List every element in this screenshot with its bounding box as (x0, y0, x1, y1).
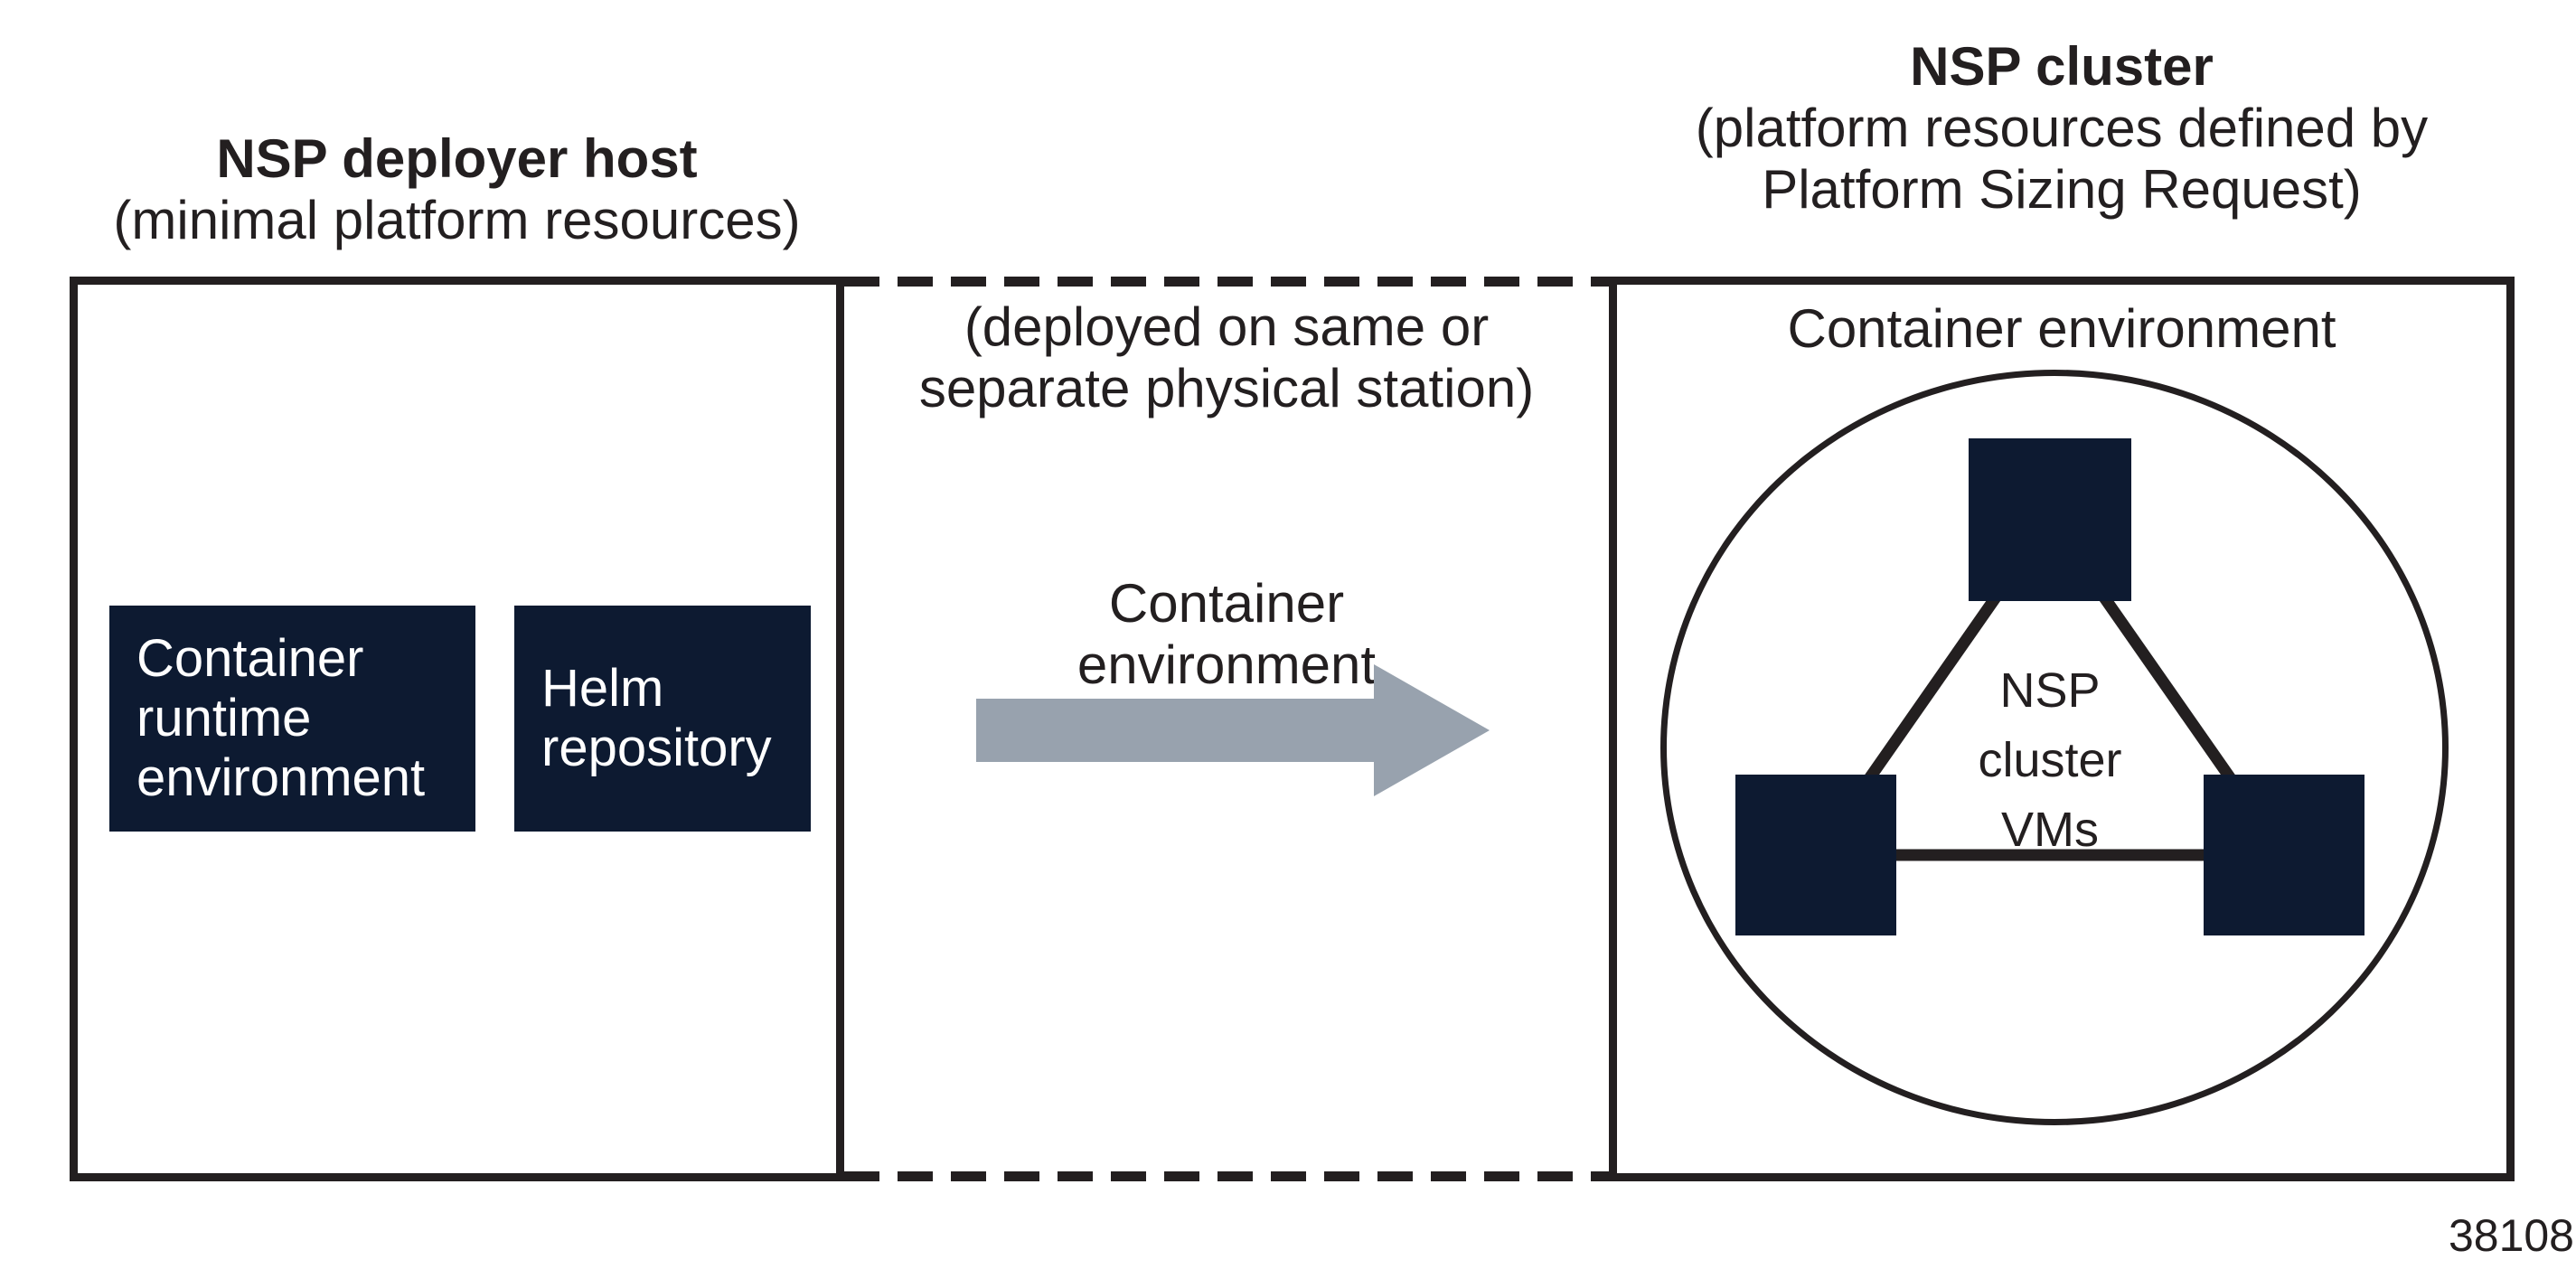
helm-repository-line1: Helm (541, 659, 664, 718)
helm-repository-box: Helm repository (514, 606, 811, 832)
container-runtime-environment-box: Container runtime environment (109, 606, 475, 832)
dashed-connector-bottom (844, 1171, 1609, 1181)
container-runtime-environment-line3: environment (136, 748, 426, 807)
container-runtime-environment-line1: Container (136, 629, 364, 688)
nsp-cluster-vms-line1: NSP (1999, 663, 2101, 718)
nsp-cluster-vms-line2: cluster (1978, 733, 2122, 787)
deployment-note: (deployed on same or separate physical s… (844, 296, 1609, 419)
nsp-cluster-vms-line3: VMs (2001, 803, 2099, 857)
nsp-cluster-vms-label: NSP cluster VMs (1869, 656, 2231, 865)
nsp-deployer-host-title: NSP deployer host (216, 128, 698, 189)
container-runtime-environment-line2: runtime (136, 689, 312, 747)
nsp-deployer-host-subtitle: (minimal platform resources) (113, 190, 801, 250)
container-environment-circle (1660, 370, 2449, 1125)
arrow-label-line2: environment (1076, 634, 1377, 695)
nsp-cluster-subtitle-line2: Platform Sizing Request) (1762, 159, 2362, 220)
vm-node-top (1969, 438, 2131, 601)
vm-node-bottom-right (2204, 775, 2364, 935)
deployment-note-line1: (deployed on same or (964, 296, 1490, 357)
container-environment-label: Container environment (1787, 298, 2336, 359)
flow-arrow-body (976, 699, 1374, 762)
nsp-cluster-box (1609, 277, 2515, 1181)
arrow-label-line1: Container (1108, 573, 1345, 634)
dashed-connector-top (844, 277, 1609, 287)
nsp-cluster-title: NSP cluster (1910, 36, 2214, 97)
arrow-label: Container environment (844, 573, 1609, 696)
flow-arrow-head-icon (1374, 664, 1490, 796)
deployment-note-line2: separate physical station) (918, 358, 1535, 418)
nsp-cluster-title-block: NSP cluster (platform resources defined … (1609, 36, 2515, 221)
figure-number: 38108 (2448, 1210, 2574, 1261)
nsp-deployer-host-box (70, 277, 844, 1181)
helm-repository-line2: repository (541, 719, 772, 777)
vm-node-bottom-left (1735, 775, 1896, 935)
nsp-cluster-subtitle-line1: (platform resources defined by (1695, 98, 2429, 158)
nsp-deployer-host-title-block: NSP deployer host (minimal platform reso… (70, 128, 844, 251)
